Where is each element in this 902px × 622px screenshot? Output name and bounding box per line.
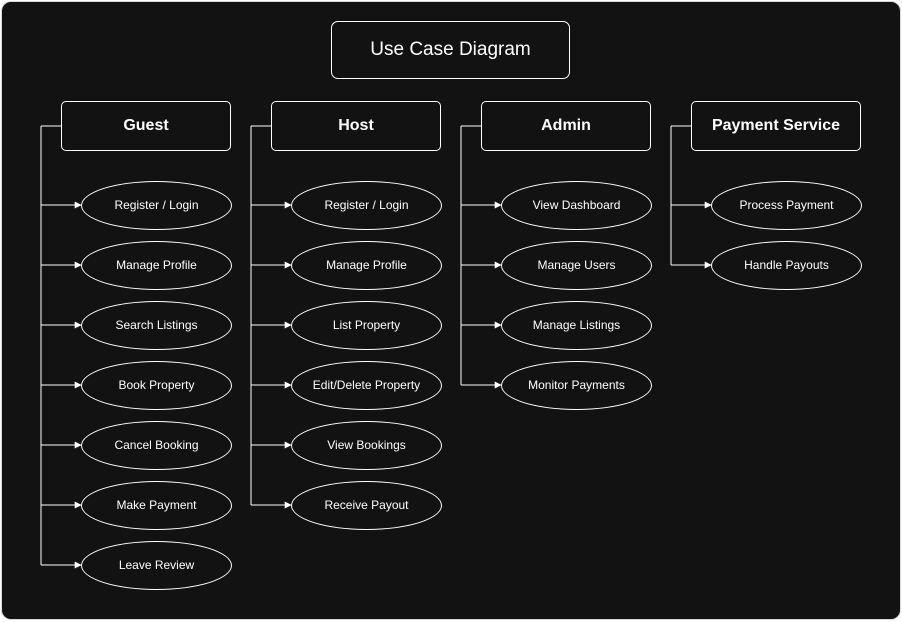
usecase-admin-view-dashboard[interactable]: View Dashboard (501, 180, 652, 230)
usecase-guest-make-payment[interactable]: Make Payment (81, 480, 232, 530)
usecase-admin-manage-users[interactable]: Manage Users (501, 240, 652, 290)
usecase-host-register-login[interactable]: Register / Login (291, 180, 442, 230)
diagram-title: Use Case Diagram (331, 21, 570, 79)
usecase-guest-cancel-booking[interactable]: Cancel Booking (81, 420, 232, 470)
actor-admin[interactable]: Admin (481, 101, 651, 151)
usecase-guest-leave-review[interactable]: Leave Review (81, 540, 232, 590)
usecase-guest-book-property[interactable]: Book Property (81, 360, 232, 410)
usecase-admin-monitor-payments[interactable]: Monitor Payments (501, 360, 652, 410)
actor-payment-service[interactable]: Payment Service (691, 101, 861, 151)
usecase-host-receive-payout[interactable]: Receive Payout (291, 480, 442, 530)
usecase-host-edit-delete-property[interactable]: Edit/Delete Property (291, 360, 442, 410)
usecase-guest-manage-profile[interactable]: Manage Profile (81, 240, 232, 290)
usecase-guest-register-login[interactable]: Register / Login (81, 180, 232, 230)
actor-host[interactable]: Host (271, 101, 441, 151)
usecase-host-list-property[interactable]: List Property (291, 300, 442, 350)
actor-guest[interactable]: Guest (61, 101, 231, 151)
usecase-guest-search-listings[interactable]: Search Listings (81, 300, 232, 350)
usecase-admin-manage-listings[interactable]: Manage Listings (501, 300, 652, 350)
usecase-payment-service-process-payment[interactable]: Process Payment (711, 180, 862, 230)
usecase-payment-service-handle-payouts[interactable]: Handle Payouts (711, 240, 862, 290)
usecase-host-manage-profile[interactable]: Manage Profile (291, 240, 442, 290)
usecase-host-view-bookings[interactable]: View Bookings (291, 420, 442, 470)
